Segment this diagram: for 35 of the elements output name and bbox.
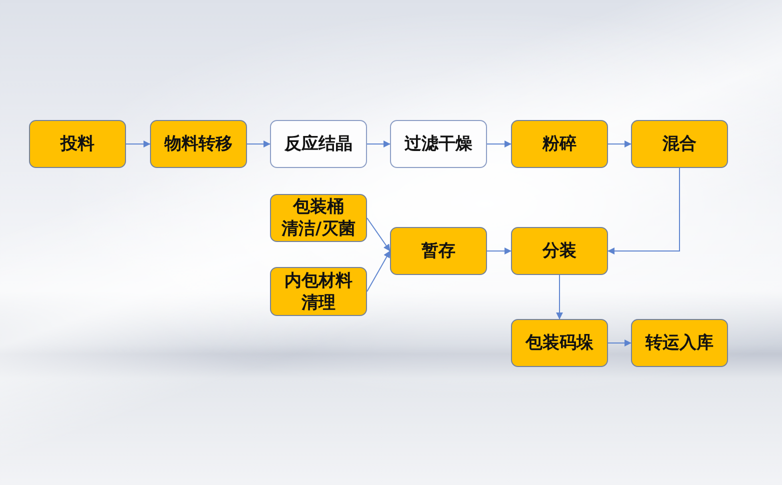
box-label: 混合 <box>662 133 696 155</box>
arrow <box>126 140 150 148</box>
process-box <box>511 120 608 168</box>
box-label: 包装桶清洁/灭菌 <box>281 196 356 240</box>
arrow <box>366 218 390 252</box>
process-box <box>511 319 608 367</box>
box-label: 包装码垛 <box>526 332 594 354</box>
box-label: 物料转移 <box>164 133 232 155</box>
process-box <box>270 267 367 316</box>
process-box <box>270 120 367 168</box>
arrow <box>366 250 390 292</box>
arrow <box>246 140 270 148</box>
box-label: 粉碎 <box>542 133 576 155</box>
arrow <box>608 168 680 254</box>
arrow <box>486 248 512 254</box>
box-label: 分装 <box>542 240 576 262</box>
box-label: 内包材料清理 <box>284 270 354 314</box>
box-label: 过滤干燥 <box>404 133 472 155</box>
box-label: 转运入库 <box>646 332 714 354</box>
arrow <box>486 140 512 148</box>
box-label: 投料 <box>60 133 94 155</box>
process-box <box>631 120 728 168</box>
process-box <box>390 120 487 168</box>
box-label: 暂存 <box>422 240 456 262</box>
box-label: 反应结晶 <box>284 133 352 155</box>
process-box <box>270 194 367 242</box>
process-box <box>150 120 247 168</box>
arrow <box>556 274 563 320</box>
arrow <box>366 140 390 148</box>
process-box <box>511 227 608 275</box>
process-box <box>390 227 487 275</box>
arrow <box>608 340 632 346</box>
arrow <box>608 140 632 148</box>
process-box <box>631 319 728 367</box>
process-box <box>29 120 126 168</box>
